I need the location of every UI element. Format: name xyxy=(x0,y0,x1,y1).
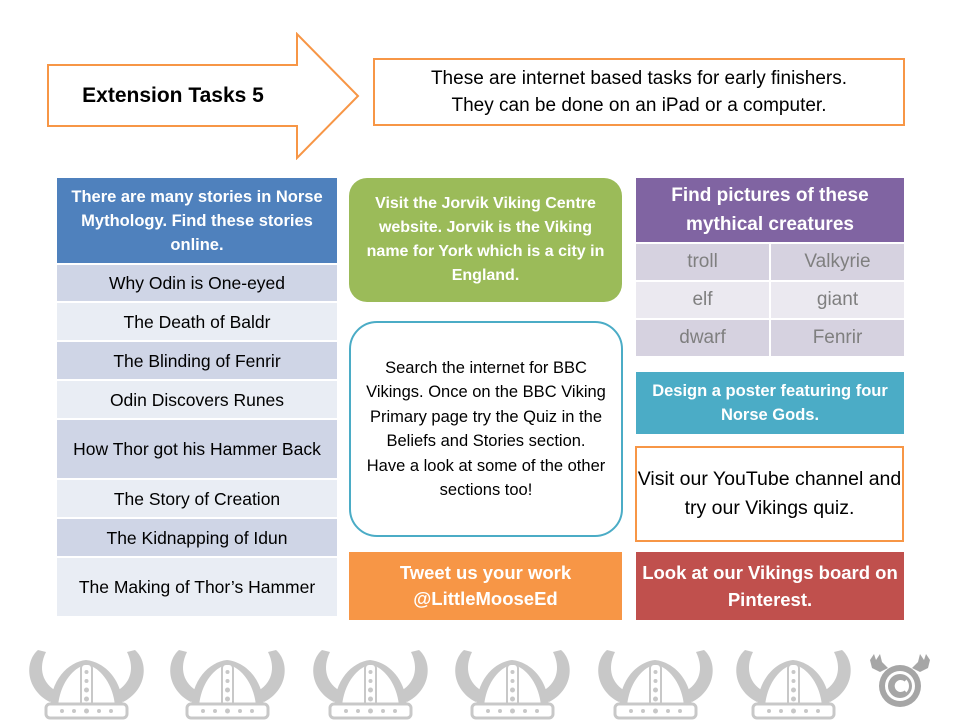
intro-line: They can be done on an iPad or a compute… xyxy=(451,95,827,116)
creatures-row: dwarf Fenrir xyxy=(636,320,904,356)
poster-task-card: Design a poster featuring four Norse God… xyxy=(636,372,904,434)
creatures-row: elf giant xyxy=(636,282,904,318)
header-arrow-shape xyxy=(47,32,360,160)
creatures-row: troll Valkyrie xyxy=(636,244,904,280)
viking-helmet-icon xyxy=(311,648,430,720)
jorvik-task-card: Visit the Jorvik Viking Centre website. … xyxy=(349,178,622,302)
creature-cell: troll xyxy=(636,244,769,280)
twitter-handle: @LittleMooseEd xyxy=(413,588,558,609)
viking-helmet-icon xyxy=(27,648,146,720)
story-item: How Thor got his Hammer Back xyxy=(57,420,337,478)
creatures-table: Find pictures of these mythical creature… xyxy=(636,178,904,356)
tweet-task-card: Tweet us your work @LittleMooseEd xyxy=(349,552,622,620)
viking-helmet-icon xyxy=(596,648,715,720)
page-title: Extension Tasks 5 xyxy=(82,84,264,107)
story-item: The Making of Thor’s Hammer xyxy=(57,558,337,616)
story-item: The Death of Baldr xyxy=(57,303,337,340)
story-item: The Story of Creation xyxy=(57,480,337,517)
creatures-heading: Find pictures of these mythical creature… xyxy=(636,178,904,242)
story-item: Odin Discovers Runes xyxy=(57,381,337,418)
story-item: The Kidnapping of Idun xyxy=(57,519,337,556)
viking-helmet-icon xyxy=(168,648,287,720)
tweet-line: Tweet us your work xyxy=(399,562,572,583)
creature-cell: dwarf xyxy=(636,320,769,356)
story-item: The Blinding of Fenrir xyxy=(57,342,337,379)
youtube-task-card: Visit our YouTube channel and try our Vi… xyxy=(635,446,904,542)
intro-line: These are internet based tasks for early… xyxy=(430,68,848,89)
viking-helmet-icon xyxy=(734,648,853,720)
intro-box: These are internet based tasks for early… xyxy=(373,58,905,126)
creature-cell: giant xyxy=(771,282,904,318)
story-item: Why Odin is One-eyed xyxy=(57,265,337,301)
creature-cell: elf xyxy=(636,282,769,318)
viking-helmet-icon xyxy=(453,648,572,720)
bbc-task-card: Search the internet for BBC Vikings. Onc… xyxy=(349,321,623,537)
creature-cell: Valkyrie xyxy=(771,244,904,280)
creature-cell: Fenrir xyxy=(771,320,904,356)
pinterest-task-card: Look at our Vikings board on Pinterest. xyxy=(636,552,904,620)
stories-table: There are many stories in Norse Mytholog… xyxy=(57,178,337,616)
stories-heading: There are many stories in Norse Mytholog… xyxy=(57,178,337,263)
moose-copyright-icon xyxy=(870,654,930,707)
